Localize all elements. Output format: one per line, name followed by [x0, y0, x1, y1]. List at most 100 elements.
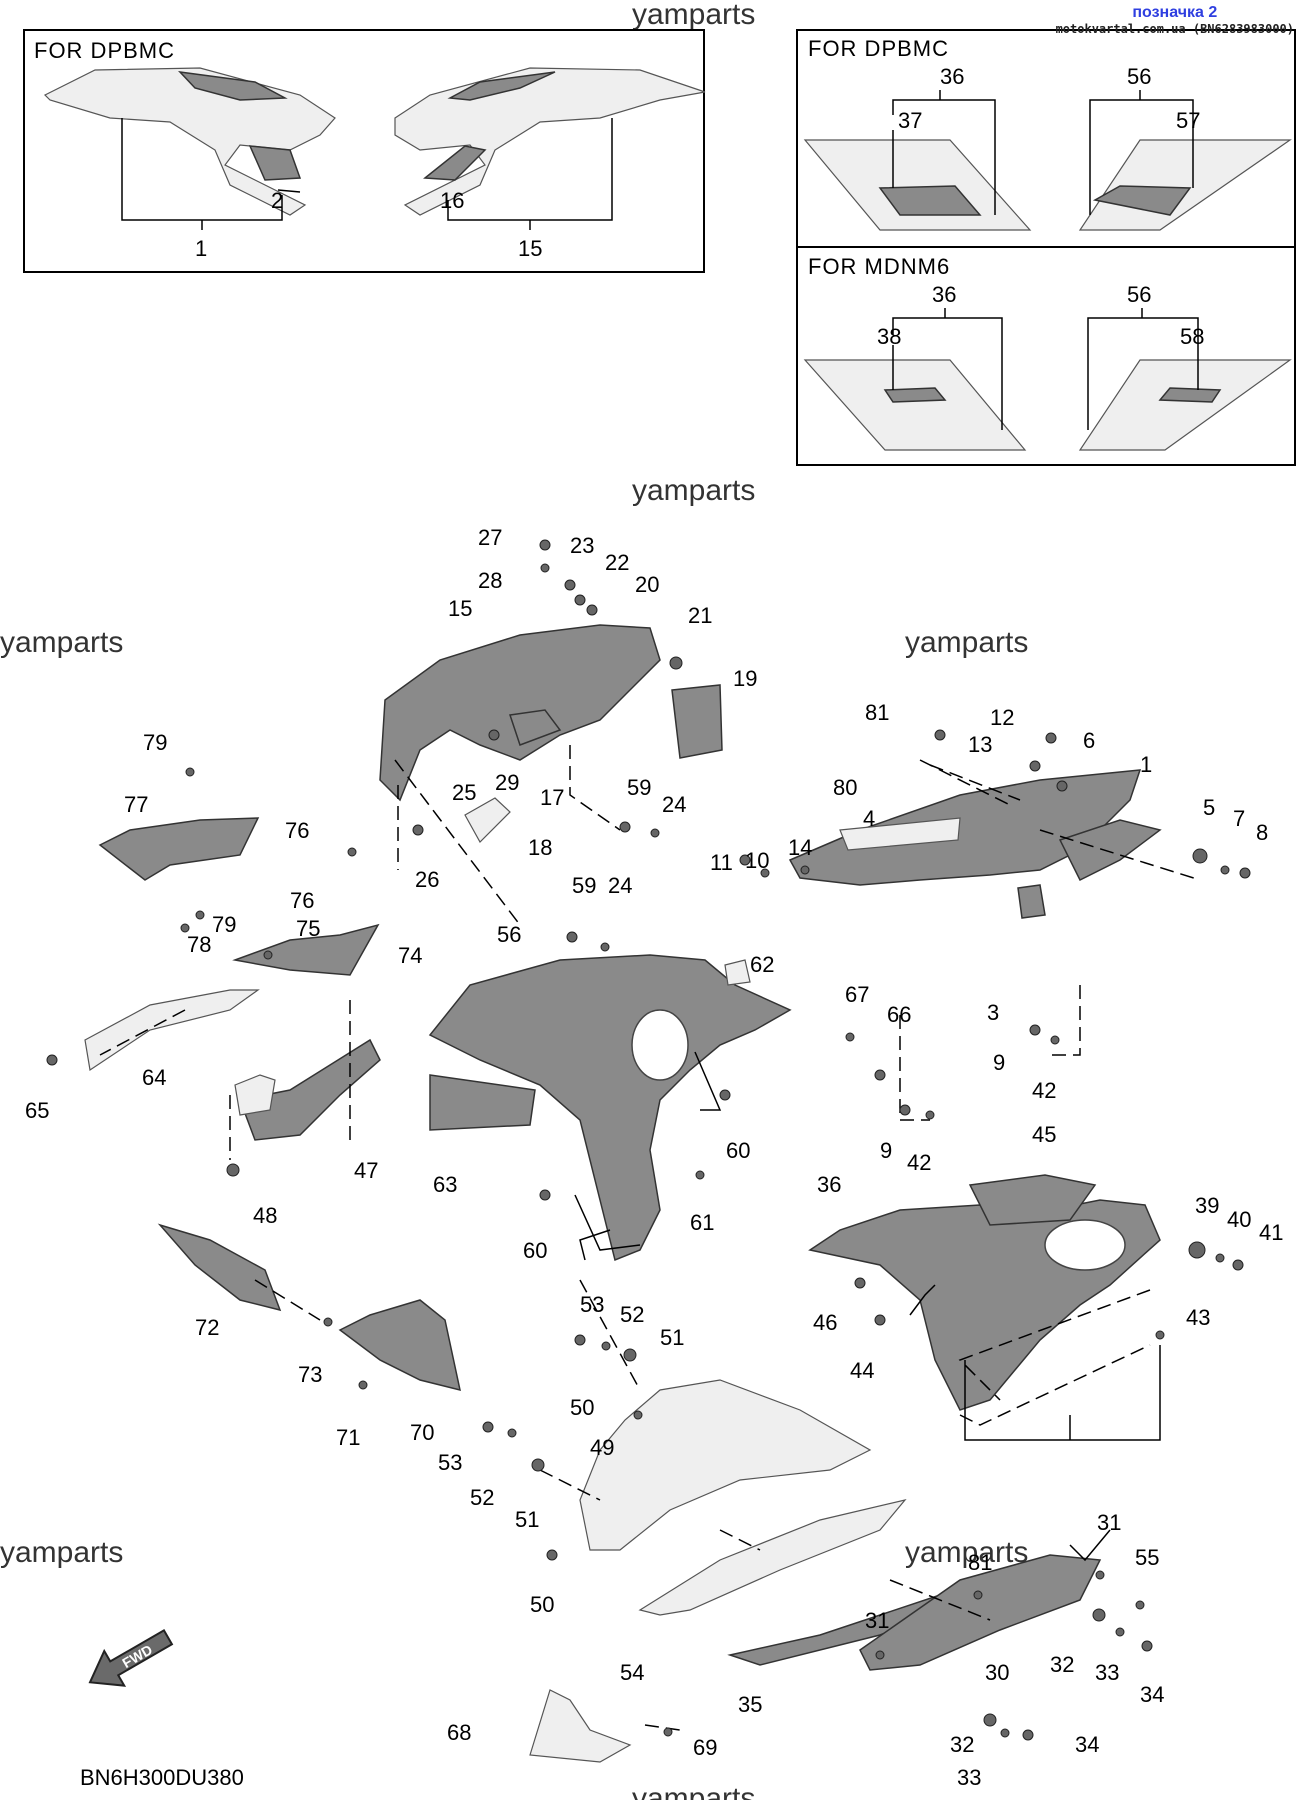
- watermark: yamparts: [0, 626, 123, 659]
- dash-line: [929, 764, 1021, 801]
- callout-74: 74: [398, 943, 422, 968]
- callout-36: 36: [817, 1172, 841, 1197]
- fastener: [739, 854, 751, 866]
- callout-81: 81: [968, 1550, 992, 1575]
- panel-18: [464, 797, 511, 843]
- fastener: [1115, 1627, 1125, 1637]
- fastener: [1215, 1253, 1225, 1263]
- callout-1: 1: [1140, 752, 1152, 777]
- leader-2: [277, 189, 301, 193]
- fastener: [619, 821, 631, 833]
- callout-9: 9: [993, 1050, 1005, 1075]
- inset-frame: [23, 29, 705, 273]
- callout-39: 39: [1195, 1193, 1219, 1218]
- callout-62: 62: [750, 952, 774, 977]
- callout-11: 11: [710, 850, 733, 875]
- dash-line: [254, 1279, 321, 1321]
- callout-5: 5: [1203, 795, 1215, 820]
- fwd-arrow-icon: [88, 1629, 174, 1687]
- cover-77: [98, 817, 260, 881]
- bracket-74: [232, 923, 380, 976]
- callout-13: 13: [968, 732, 992, 757]
- dash-line: [889, 1579, 991, 1621]
- callout-24: 24: [662, 792, 686, 817]
- panel-17: [509, 709, 562, 746]
- fastener: [1045, 732, 1057, 744]
- dash-line: [539, 1469, 601, 1501]
- bracket-70: [338, 1299, 461, 1392]
- dash-line: [99, 1009, 186, 1056]
- fastener: [695, 1170, 705, 1180]
- callout-59: 59: [627, 775, 651, 800]
- part-68: [529, 1689, 632, 1763]
- callout-69: 69: [693, 1735, 717, 1760]
- callout-33: 33: [1095, 1660, 1119, 1685]
- fastener: [358, 1380, 368, 1390]
- leader-36: [892, 317, 1003, 430]
- inset-decals-dpbmc: FOR DPBMC 36 37 56 57: [796, 29, 1296, 248]
- callout-68: 68: [447, 1720, 471, 1745]
- side-cowl-36-opening: [1044, 1219, 1126, 1271]
- fastener: [983, 1713, 997, 1727]
- callout-76: 76: [285, 818, 309, 843]
- fastener: [1141, 1640, 1153, 1652]
- callout-48: 48: [253, 1203, 277, 1228]
- callout-51: 51: [660, 1325, 684, 1350]
- side-cover-left: [43, 67, 336, 216]
- fastener: [323, 1317, 333, 1327]
- callout-51: 51: [515, 1507, 539, 1532]
- callout-52: 52: [470, 1485, 494, 1510]
- fastener: [347, 847, 357, 857]
- callout-7: 7: [1233, 806, 1245, 831]
- callout-6: 6: [1083, 728, 1095, 753]
- label-36: 36: [940, 64, 964, 89]
- callout-3: 3: [987, 1000, 999, 1025]
- panel-56: [1078, 359, 1292, 451]
- fastener: [845, 1032, 855, 1042]
- callout-79: 79: [212, 912, 236, 937]
- decal-58: [1158, 387, 1222, 403]
- upper-cowl-15: [379, 624, 661, 802]
- dash-line: [719, 1529, 761, 1551]
- diagram-code: BN6H300DU380: [80, 1765, 244, 1790]
- panel-36: [803, 139, 1032, 231]
- callout-23: 23: [570, 533, 594, 558]
- fastener: [874, 1069, 886, 1081]
- fastener: [539, 1189, 551, 1201]
- callout-45: 45: [1032, 1122, 1056, 1147]
- callout-73: 73: [298, 1362, 322, 1387]
- inset-decals-mdnm6: FOR MDNM6 36 38 56 58: [796, 246, 1296, 466]
- main-parts: [84, 624, 1162, 1763]
- decal-57: [1092, 185, 1192, 216]
- callout-31: 31: [865, 1608, 889, 1633]
- dash-line: [569, 745, 621, 831]
- side-cover-left-stripe: [178, 70, 288, 101]
- callout-81: 81: [865, 700, 889, 725]
- callout-22: 22: [605, 550, 629, 575]
- source-label: motokvartal.com.ua (BN6283983000): [1055, 22, 1294, 36]
- leader-line: [964, 1345, 1161, 1441]
- callout-55: 55: [1135, 1545, 1159, 1570]
- side-panel-56-opening: [631, 1009, 689, 1081]
- rod-64: [84, 989, 260, 1072]
- callout-59: 59: [572, 873, 596, 898]
- fastener: [973, 1590, 983, 1600]
- callout-32: 32: [950, 1732, 974, 1757]
- callout-12: 12: [990, 705, 1014, 730]
- fastener: [875, 1650, 885, 1660]
- fastener: [574, 594, 586, 606]
- fastener: [185, 767, 195, 777]
- fastener: [1029, 760, 1041, 772]
- fastener: [531, 1458, 545, 1472]
- fastener: [195, 910, 205, 920]
- callout-65: 65: [25, 1098, 49, 1123]
- watermark: yamparts: [905, 626, 1028, 659]
- fastener: [1155, 1330, 1165, 1340]
- fastener: [412, 824, 424, 836]
- callout-61: 61: [690, 1210, 714, 1235]
- fasteners: [46, 539, 1251, 1741]
- callout-66: 66: [887, 1002, 911, 1027]
- fastener: [1050, 1035, 1060, 1045]
- fastener: [1000, 1728, 1010, 1738]
- callout-19: 19: [733, 666, 757, 691]
